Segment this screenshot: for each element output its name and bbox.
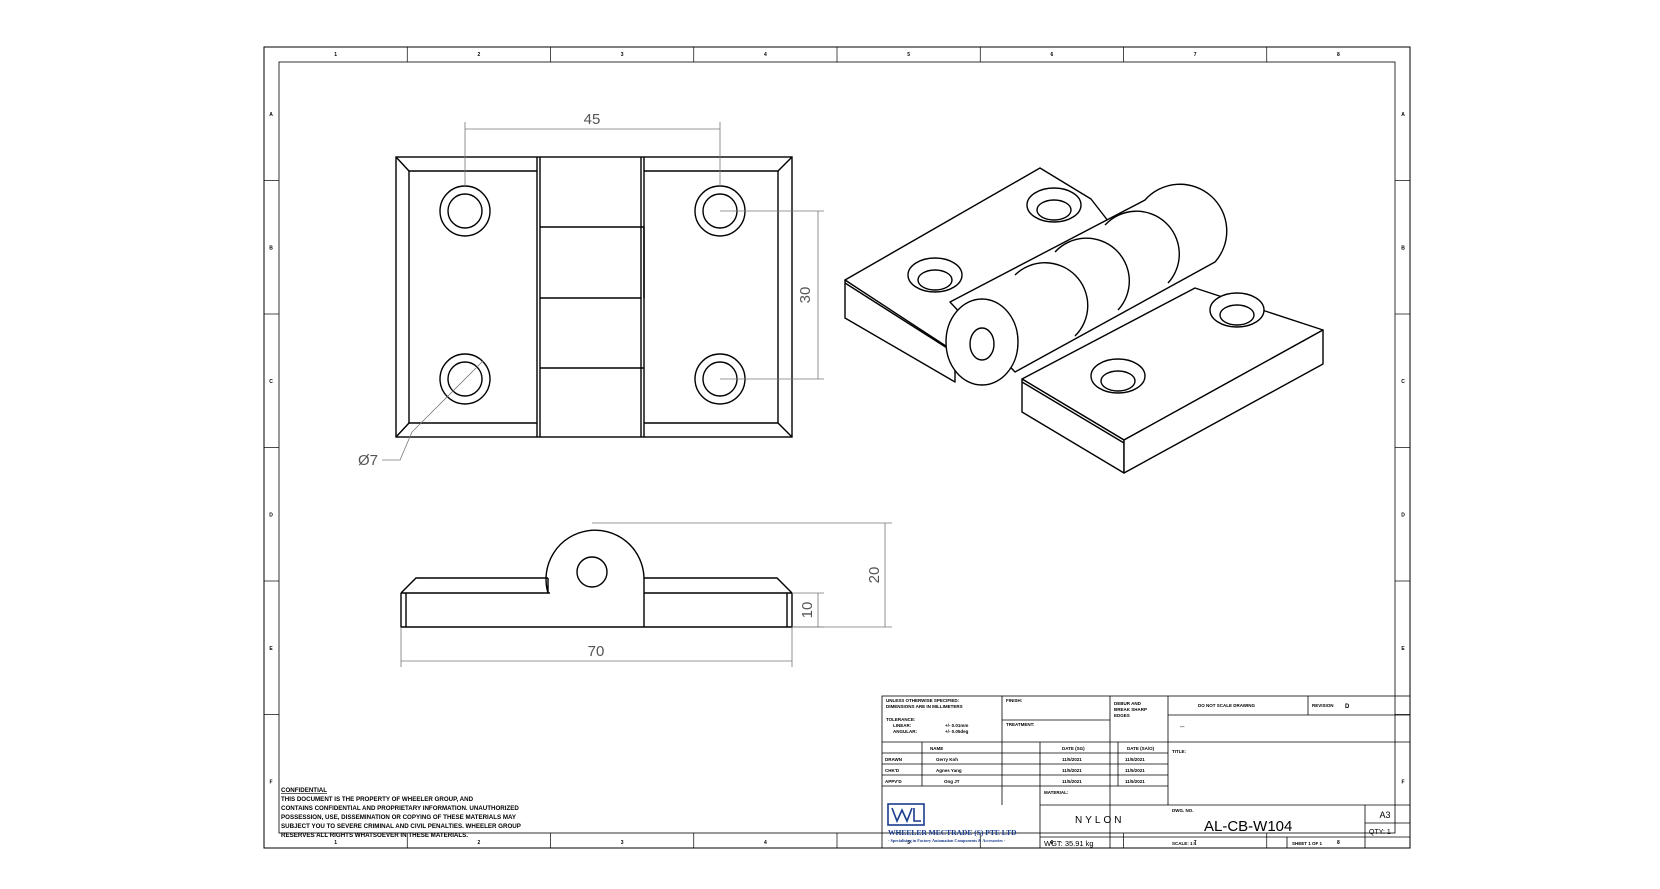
- dwg-no-label: DWG. NO.: [1172, 808, 1194, 813]
- material-value: NYLON: [1075, 815, 1124, 826]
- drawing-frame: [263, 46, 1411, 849]
- dim-overall-length: 70: [588, 643, 605, 660]
- zone-label: B: [1401, 245, 1405, 251]
- dim-hole-diameter: Ø7: [358, 452, 378, 469]
- isometric-view: [844, 167, 1324, 474]
- zone-label: C: [269, 379, 273, 385]
- checked-name: Agnes Yang: [936, 768, 962, 773]
- revision-value: D: [1345, 704, 1350, 710]
- zone-label: F: [269, 779, 272, 785]
- date-header-sg: DATE (SG): [1062, 746, 1085, 751]
- zone-label: 5: [907, 840, 910, 846]
- material-label: MATERIAL:: [1044, 790, 1069, 795]
- finish-label: FINISH:: [1006, 698, 1023, 703]
- revision-note: ---: [1180, 724, 1185, 729]
- front-view: [395, 156, 793, 438]
- zone-ticks: [264, 47, 1410, 848]
- zone-label: B: [269, 245, 273, 251]
- zone-label: 7: [1194, 840, 1197, 846]
- deburr-line3: EDGES: [1114, 713, 1130, 718]
- linear-label: LINEAR:: [893, 723, 912, 728]
- dim-overall-height: 20: [866, 567, 883, 584]
- spec-line2: DIMENSIONS ARE IN MILLIMETERS: [886, 704, 963, 709]
- linear-value: +/- 0.01mm: [945, 723, 968, 728]
- zone-label: A: [1401, 112, 1405, 118]
- sheet-size: A3: [1379, 810, 1390, 820]
- deburr-line1: DEBUR AND: [1114, 701, 1142, 706]
- company-tagline: - Specialising in Factory Automation Com…: [888, 838, 1006, 843]
- zone-label: 8: [1337, 52, 1340, 58]
- front-view-dimensions: [382, 122, 824, 461]
- drawn-role: DRAWN: [885, 757, 902, 762]
- drawn-date-sa: 11/5/2021: [1125, 757, 1145, 762]
- zone-label: 7: [1194, 52, 1197, 58]
- zone-label: E: [269, 646, 273, 652]
- scale: SCALE: 1:1: [1172, 841, 1197, 846]
- dim-hole-spacing-vertical: 30: [797, 287, 814, 304]
- zone-label: 3: [621, 52, 624, 58]
- drawn-date-sg: 11/5/2021: [1062, 757, 1082, 762]
- spec-line1: UNLESS OTHERWISE SPECIFIED:: [886, 698, 960, 703]
- angular-label: ANGULAR:: [893, 729, 917, 734]
- zone-label: 8: [1337, 840, 1340, 846]
- dwg-no-value: AL-CB-W104: [1204, 818, 1292, 835]
- confidential-line: THIS DOCUMENT IS THE PROPERTY OF WHEELER…: [281, 796, 474, 803]
- drawn-name: Gerry Koh: [936, 757, 958, 762]
- angular-value: +/- 0.05deg: [945, 729, 969, 734]
- zone-label: F: [1401, 779, 1404, 785]
- sheet-number: SHEET 1 OF 1: [1292, 841, 1323, 846]
- zone-label: 3: [621, 840, 624, 846]
- confidential-line: CONTAINS CONFIDENTIAL AND PROPRIETARY IN…: [281, 805, 519, 812]
- side-view: [400, 529, 793, 628]
- title-label: TITLE:: [1172, 749, 1186, 754]
- name-header: NAME: [930, 746, 943, 751]
- weight: WGT: 35.91 kg: [1044, 839, 1094, 848]
- zone-label: 4: [764, 52, 767, 58]
- confidential-line: POSSESSION, USE, DISSEMINATION OR COPYIN…: [281, 814, 517, 821]
- zone-label: E: [1401, 646, 1405, 652]
- confidential-heading: CONFIDENTIAL: [281, 787, 327, 794]
- approved-role: APPV'D: [885, 779, 902, 784]
- confidential-line: SUBJECT YOU TO SEVERE CRIMINAL AND CIVIL…: [281, 823, 521, 830]
- approved-name: Ong JT: [944, 779, 960, 784]
- title-block: [881, 695, 1411, 849]
- zone-label: 6: [1050, 52, 1053, 58]
- date-header-sa: DATE (SA/O): [1127, 746, 1155, 751]
- do-not-scale-note: DO NOT SCALE DRAWING: [1198, 703, 1255, 708]
- zone-label: D: [269, 512, 273, 518]
- qty: QTY: 1: [1369, 829, 1391, 836]
- zone-label: 1: [334, 840, 337, 846]
- zone-label: 5: [907, 52, 910, 58]
- confidential-line: RESERVES ALL RIGHTS WHATSOEVER IN THESE …: [281, 832, 468, 839]
- approved-date-sa: 11/5/2021: [1125, 779, 1145, 784]
- zone-label: 2: [477, 840, 480, 846]
- treatment-label: TREATMENT:: [1006, 722, 1035, 727]
- checked-role: CHK'D: [885, 768, 900, 773]
- zone-label: 1: [334, 52, 337, 58]
- company-logo: [887, 803, 925, 826]
- zone-label: 6: [1050, 840, 1053, 846]
- zone-label: D: [1401, 512, 1405, 518]
- approved-date-sg: 11/5/2021: [1062, 779, 1082, 784]
- dim-leaf-thickness: 10: [799, 602, 816, 619]
- revision-label: REVISION: [1312, 703, 1334, 708]
- checked-date-sa: 11/5/2021: [1125, 768, 1145, 773]
- deburr-line2: BREAK SHARP: [1114, 707, 1147, 712]
- dim-hole-spacing-horizontal: 45: [584, 111, 601, 128]
- zone-label: A: [269, 112, 273, 118]
- zone-label: 4: [764, 840, 767, 846]
- zone-label: 2: [477, 52, 480, 58]
- checked-date-sg: 11/5/2021: [1062, 768, 1082, 773]
- company-name: WHEELER MECTRADE (S) PTE LTD: [888, 828, 1017, 837]
- zone-label: C: [1401, 379, 1405, 385]
- tolerance-label: TOLERANCE:: [886, 717, 916, 722]
- side-view-dimensions: [400, 522, 892, 667]
